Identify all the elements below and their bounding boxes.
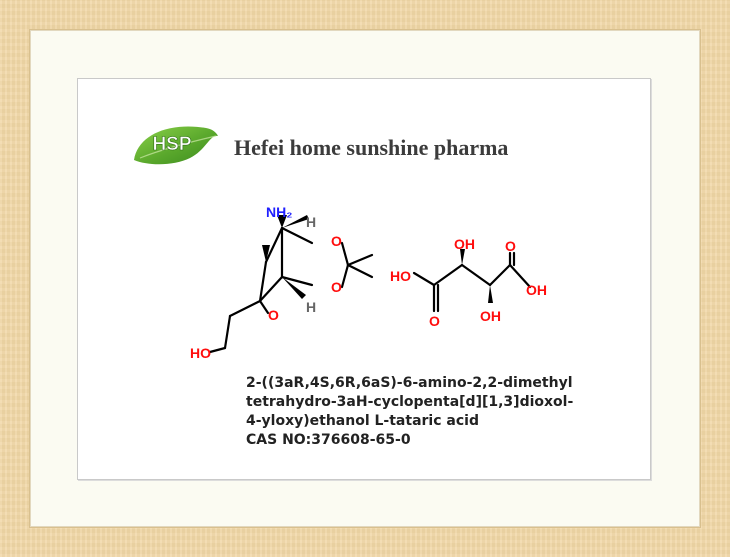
tartaric-o-right-label: O xyxy=(505,238,516,254)
leaf-icon xyxy=(134,126,218,165)
description-line-3: 4-yloxy)ethanol L-tataric acid xyxy=(246,413,479,429)
tartaric-o-left-label: O xyxy=(429,313,440,329)
hsp-logo: HSP xyxy=(134,126,218,165)
chemical-structure: NH₂ H H O O O HO HO O OH OH O OH xyxy=(190,204,547,361)
wedge-bonds xyxy=(262,215,493,303)
description-line-1: 2-((3aR,4S,6R,6aS)-6-amino-2,2-dimethyl xyxy=(246,375,573,391)
ho-chain-label: HO xyxy=(190,345,211,361)
tartaric-ho-left-label: HO xyxy=(390,268,411,284)
company-name: Hefei home sunshine pharma xyxy=(234,135,509,160)
tartaric-oh-right-label: OH xyxy=(526,282,547,298)
compound-description: 2-((3aR,4S,6R,6aS)-6-amino-2,2-dimethyl … xyxy=(246,374,573,450)
description-line-2: tetrahydro-3aH-cyclopenta[d][1,3]dioxol- xyxy=(246,394,574,410)
cas-number: CAS NO:376608-65-0 xyxy=(246,432,411,448)
tartaric-oh-top-label: OH xyxy=(454,236,475,252)
nh2-label: NH₂ xyxy=(266,204,292,220)
logo-text: HSP xyxy=(152,134,191,155)
bonds xyxy=(208,226,532,354)
o-ether-label: O xyxy=(268,307,279,323)
h-top-label: H xyxy=(306,214,316,230)
tartaric-oh-bottom-label: OH xyxy=(480,308,501,324)
h-bottom-label: H xyxy=(306,299,316,315)
o-ring-bottom-label: O xyxy=(331,279,342,295)
o-ring-top-label: O xyxy=(331,233,342,249)
